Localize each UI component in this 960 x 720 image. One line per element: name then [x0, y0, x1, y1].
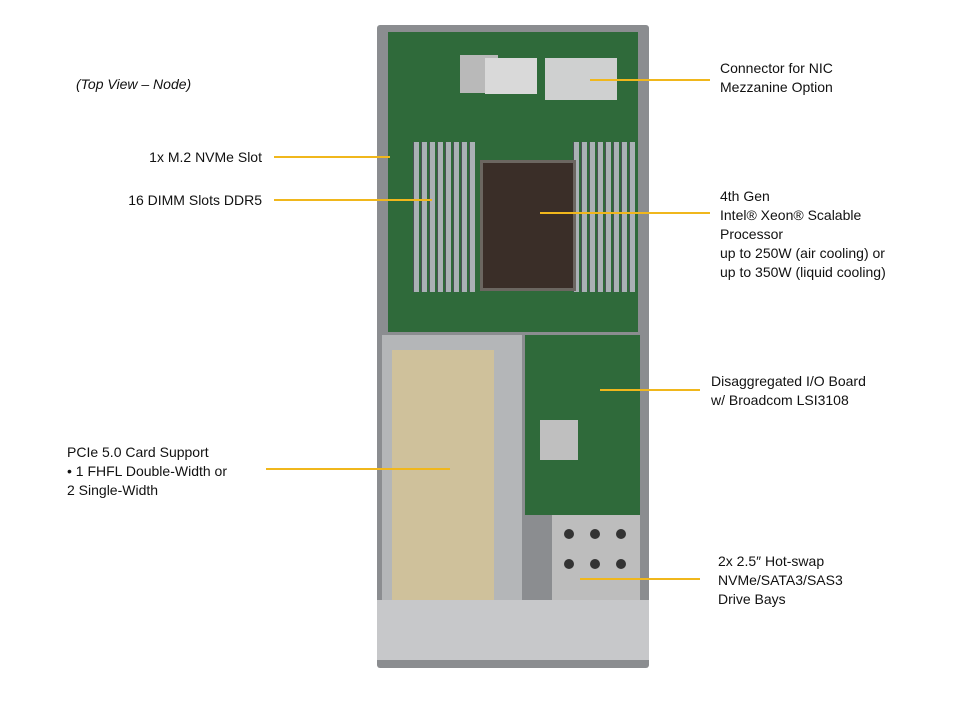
label-line: Processor [720, 226, 784, 242]
callout-line-m2 [274, 156, 390, 158]
heatsink [485, 58, 537, 94]
label-drives: 2x 2.5″ Hot-swap NVMe/SATA3/SAS3 Drive B… [718, 552, 843, 609]
view-title: (Top View – Node) [76, 76, 192, 92]
pcie-card [392, 350, 494, 600]
callout-line-drives [580, 578, 700, 580]
label-line: Drive Bays [718, 591, 786, 607]
label-line: up to 250W (air cooling) or [720, 245, 885, 261]
callout-line-io [600, 389, 700, 391]
label-line: Disaggregated I/O Board [711, 373, 866, 389]
front-panel [377, 600, 649, 660]
label-line: up to 350W (liquid cooling) [720, 264, 886, 280]
label-line: Connector for NIC [720, 60, 833, 76]
label-line: 4th Gen [720, 188, 770, 204]
label-line: Intel® Xeon® Scalable [720, 207, 862, 223]
io-heatsink [540, 420, 578, 460]
label-io: Disaggregated I/O Board w/ Broadcom LSI3… [711, 372, 866, 410]
label-cpu: 4th Gen Intel® Xeon® Scalable Processor … [720, 187, 886, 282]
callout-line-nic [590, 79, 710, 81]
label-line: PCIe 5.0 Card Support [67, 444, 209, 460]
callout-line-dimm [274, 199, 432, 201]
label-line: 2x 2.5″ Hot-swap [718, 553, 825, 569]
drive-bay [552, 515, 640, 605]
label-m2: 1x M.2 NVMe Slot [149, 149, 262, 165]
label-nic: Connector for NIC Mezzanine Option [720, 59, 833, 97]
label-dimm: 16 DIMM Slots DDR5 [128, 192, 262, 208]
label-line: w/ Broadcom LSI3108 [711, 392, 849, 408]
label-pcie: PCIe 5.0 Card Support • 1 FHFL Double-Wi… [67, 443, 227, 500]
label-line: 2 Single-Width [67, 482, 159, 498]
callout-line-pcie [266, 468, 450, 470]
cpu-socket [480, 160, 576, 291]
label-line: NVMe/SATA3/SAS3 [718, 572, 843, 588]
callout-line-cpu [540, 212, 710, 214]
label-line: • 1 FHFL Double-Width or [67, 463, 227, 479]
label-line: Mezzanine Option [720, 79, 833, 95]
